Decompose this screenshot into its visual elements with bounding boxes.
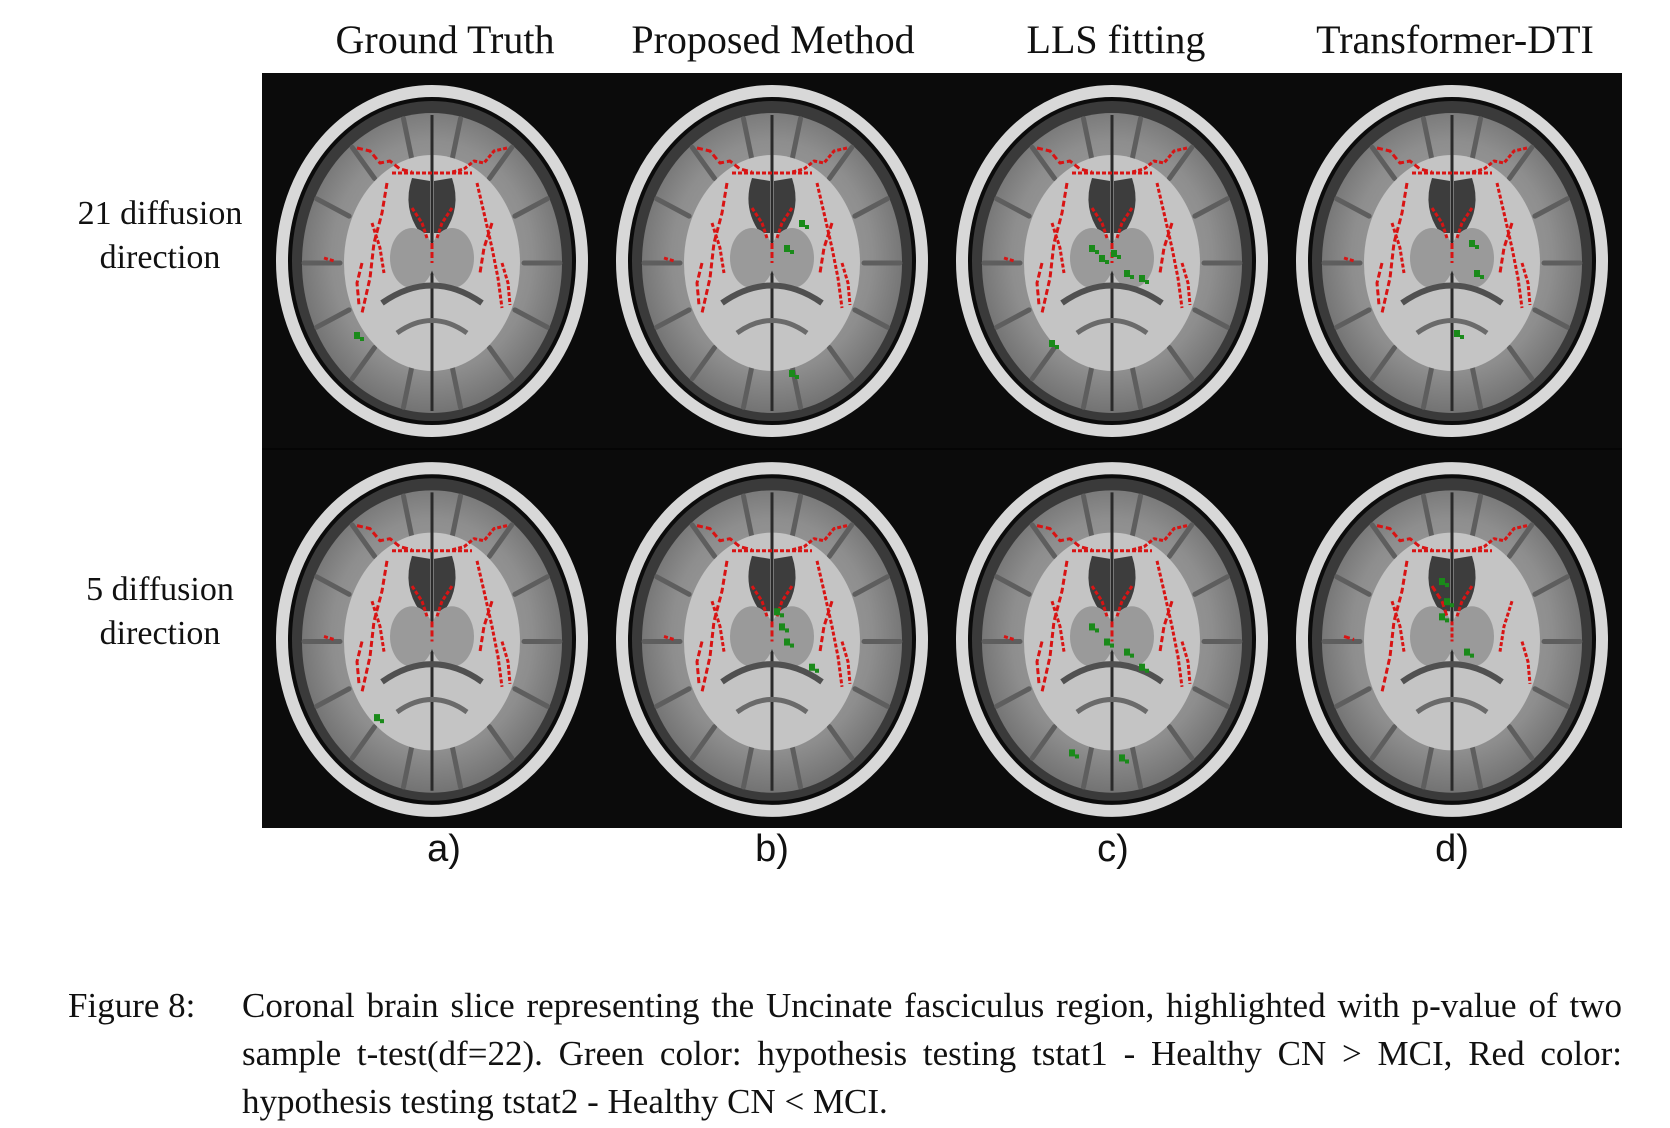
caption-text: Coronal brain slice representing the Unc… <box>242 986 1622 1121</box>
brain-slice <box>276 85 588 437</box>
row-label-line2: direction <box>99 239 221 276</box>
column-title-ground-truth: Ground Truth <box>335 17 555 62</box>
figure-caption: Figure 8: Coronal brain slice representin… <box>68 982 1628 1126</box>
row-label-line1: 5 diffusion <box>86 571 234 608</box>
row-label-5-directions: 5 diffusion direction <box>55 568 265 656</box>
panel-letter-d: d) <box>1435 828 1469 870</box>
column-title-proposed-method: Proposed Method <box>631 17 915 62</box>
panel-c-21 <box>942 73 1282 448</box>
panel-c-5 <box>942 450 1282 828</box>
panel-a-21 <box>262 73 602 448</box>
caption-label: Figure 8: <box>68 986 196 1025</box>
brain-slice <box>956 85 1268 437</box>
brain-slice <box>616 462 928 817</box>
panel-letter-c: c) <box>1097 828 1129 870</box>
panel-a-5 <box>262 450 602 828</box>
brain-slice <box>956 462 1268 817</box>
row-label-21-directions: 21 diffusion direction <box>55 192 265 280</box>
brain-slice <box>276 462 588 817</box>
brain-slice <box>1296 85 1608 437</box>
brain-image-grid <box>262 73 1622 828</box>
brain-slice <box>1296 462 1608 817</box>
panel-letter-a: a) <box>427 828 461 870</box>
panel-b-5 <box>602 450 942 828</box>
row-label-line2: direction <box>99 615 221 652</box>
panel-d-21 <box>1282 73 1622 448</box>
panel-b-21 <box>602 73 942 448</box>
brain-slice <box>616 85 928 437</box>
column-title-lls-fitting: LLS fitting <box>1026 17 1206 62</box>
panel-letter-b: b) <box>755 828 789 870</box>
row-label-line1: 21 diffusion <box>77 195 243 232</box>
panel-d-5 <box>1282 450 1622 828</box>
column-title-transformer-dti: Transformer-DTI <box>1316 17 1594 62</box>
